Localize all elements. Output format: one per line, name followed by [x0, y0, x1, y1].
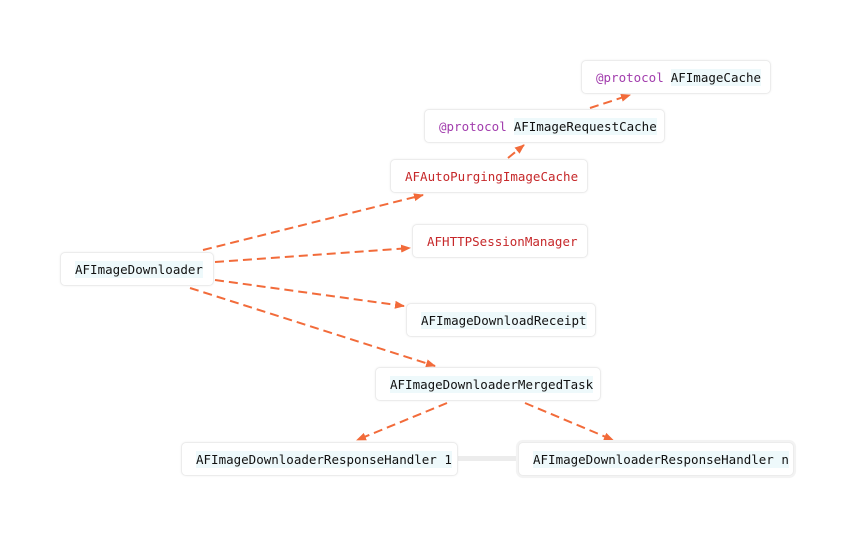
edge-image-downloader-to-http-session-manager — [214, 244, 411, 263]
edge-auto-purging-cache-to-image-request-cache — [507, 144, 525, 159]
handler-list-connector — [456, 456, 520, 461]
node-auto-purging-image-cache[interactable]: AFAutoPurgingImageCache — [390, 159, 588, 193]
edge-merged-task-to-response-handler-1 — [356, 402, 448, 441]
node-label: AFImageDownloaderMergedTask — [390, 375, 594, 393]
node-image-downloader[interactable]: AFImageDownloader — [60, 252, 214, 286]
edge-image-request-cache-to-image-cache — [589, 93, 631, 109]
node-label: AFImageDownloadReceipt — [421, 311, 587, 329]
node-label: AFImageRequestCache — [513, 117, 657, 135]
node-label: AFImageDownloaderResponseHandler n — [533, 450, 789, 468]
node-label: AFImageCache — [670, 68, 762, 86]
node-label: AFImageDownloaderResponseHandler 1 — [196, 450, 452, 468]
node-label: AFHTTPSessionManager — [427, 233, 578, 249]
node-image-download-receipt[interactable]: AFImageDownloadReceipt — [406, 303, 596, 337]
node-image-cache[interactable]: @protocol AFImageCache — [581, 60, 771, 94]
node-response-handler-1[interactable]: AFImageDownloaderResponseHandler 1 — [181, 442, 458, 476]
edge-image-downloader-to-merged-task — [189, 287, 436, 368]
node-image-request-cache[interactable]: @protocol AFImageRequestCache — [424, 109, 665, 143]
protocol-keyword: @protocol — [439, 118, 507, 134]
node-label: AFImageDownloader — [75, 260, 203, 278]
edge-image-downloader-to-auto-purging-cache — [202, 193, 424, 251]
node-response-handler-n[interactable]: AFImageDownloaderResponseHandler n — [518, 442, 794, 476]
node-label: AFAutoPurgingImageCache — [405, 168, 579, 184]
edge-image-downloader-to-download-receipt — [214, 279, 405, 309]
node-image-downloader-merged-task[interactable]: AFImageDownloaderMergedTask — [375, 367, 601, 401]
edge-merged-task-to-response-handler-n — [524, 402, 614, 441]
protocol-keyword: @protocol — [596, 69, 664, 85]
node-http-session-manager[interactable]: AFHTTPSessionManager — [412, 224, 588, 258]
